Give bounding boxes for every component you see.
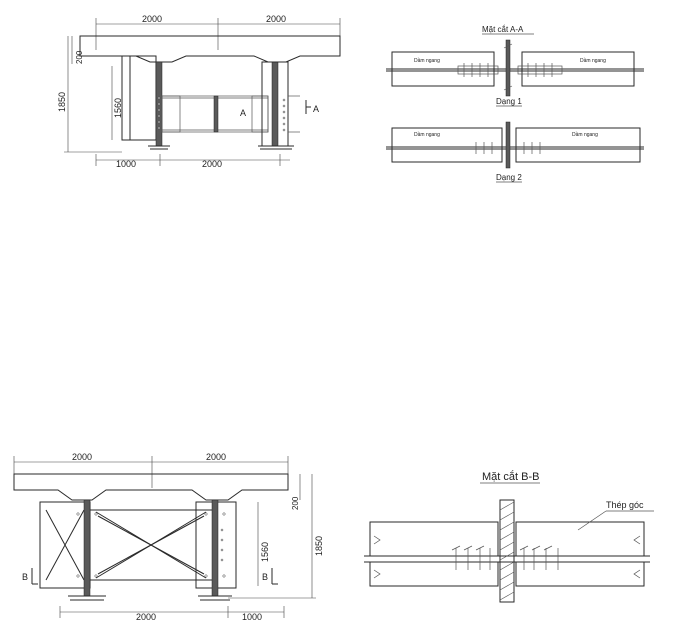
dim-height-b: 1850: [314, 536, 324, 556]
dim-bottom-right-b: 1000: [242, 612, 262, 622]
variant-2-label: Dạng 2: [496, 173, 522, 182]
dim-top-left: 2000: [142, 14, 162, 24]
dim-inner-b: 1560: [260, 542, 270, 562]
dim-bottom-right: 2000: [202, 159, 222, 169]
dim-right-200: 200: [291, 496, 300, 510]
dim-top-right-b: 2000: [206, 452, 226, 462]
top-elevation: 2000 2000 200 1850 1560: [57, 14, 341, 169]
section-bb-title: Mặt cắt B-B: [482, 470, 539, 483]
section-aa: Mặt cắt A-A Dầm ngang Dầm ngang Dạng 1: [386, 25, 644, 183]
section-bb: Mặt cắt B-B: [364, 470, 654, 603]
beam-label-2b: Dầm ngang: [572, 132, 598, 138]
dim-bottom-left: 1000: [116, 159, 136, 169]
section-mark-a-left: A: [240, 108, 246, 118]
dim-height: 1850: [57, 92, 67, 112]
section-mark-b-right: B: [262, 572, 268, 582]
dim-inner: 1560: [113, 98, 123, 118]
angle-steel-label: Thép góc: [606, 500, 644, 510]
dim-left-200: 200: [75, 50, 84, 64]
dim-bottom-left-b: 2000: [136, 612, 156, 622]
variant-1-label: Dạng 1: [496, 97, 522, 106]
beam-label-1a: Dầm ngang: [414, 58, 440, 64]
section-mark-b-left: B: [22, 572, 28, 582]
section-mark-a-right: A: [313, 104, 319, 114]
bottom-elevation: 2000 2000 200 1850 1560: [13, 452, 324, 622]
dim-top-right: 2000: [266, 14, 286, 24]
beam-label-1b: Dầm ngang: [580, 58, 606, 64]
section-aa-title: Mặt cắt A-A: [482, 25, 524, 34]
dim-top-left-b: 2000: [72, 452, 92, 462]
beam-label-2a: Dầm ngang: [414, 132, 440, 138]
